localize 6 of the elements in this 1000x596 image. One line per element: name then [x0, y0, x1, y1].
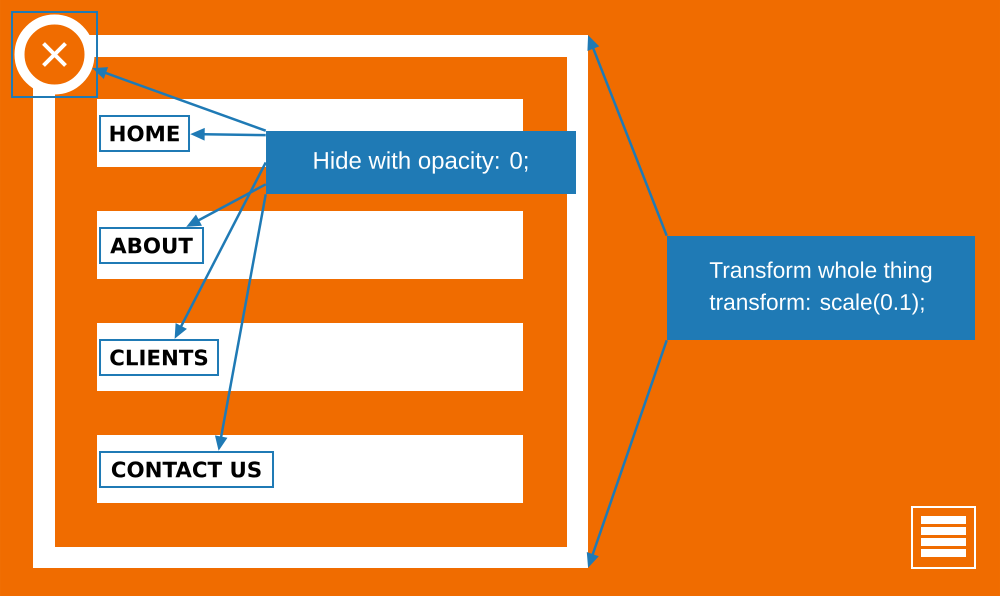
menu-label: HOME	[99, 115, 190, 152]
menu-frame	[33, 35, 588, 568]
menu-label: CONTACT US	[99, 451, 274, 488]
menu-label: ABOUT	[99, 227, 204, 264]
callout-box: Transform whole thing transform: scale(0.1);	[667, 236, 975, 340]
menu-label: CLIENTS	[99, 339, 219, 376]
